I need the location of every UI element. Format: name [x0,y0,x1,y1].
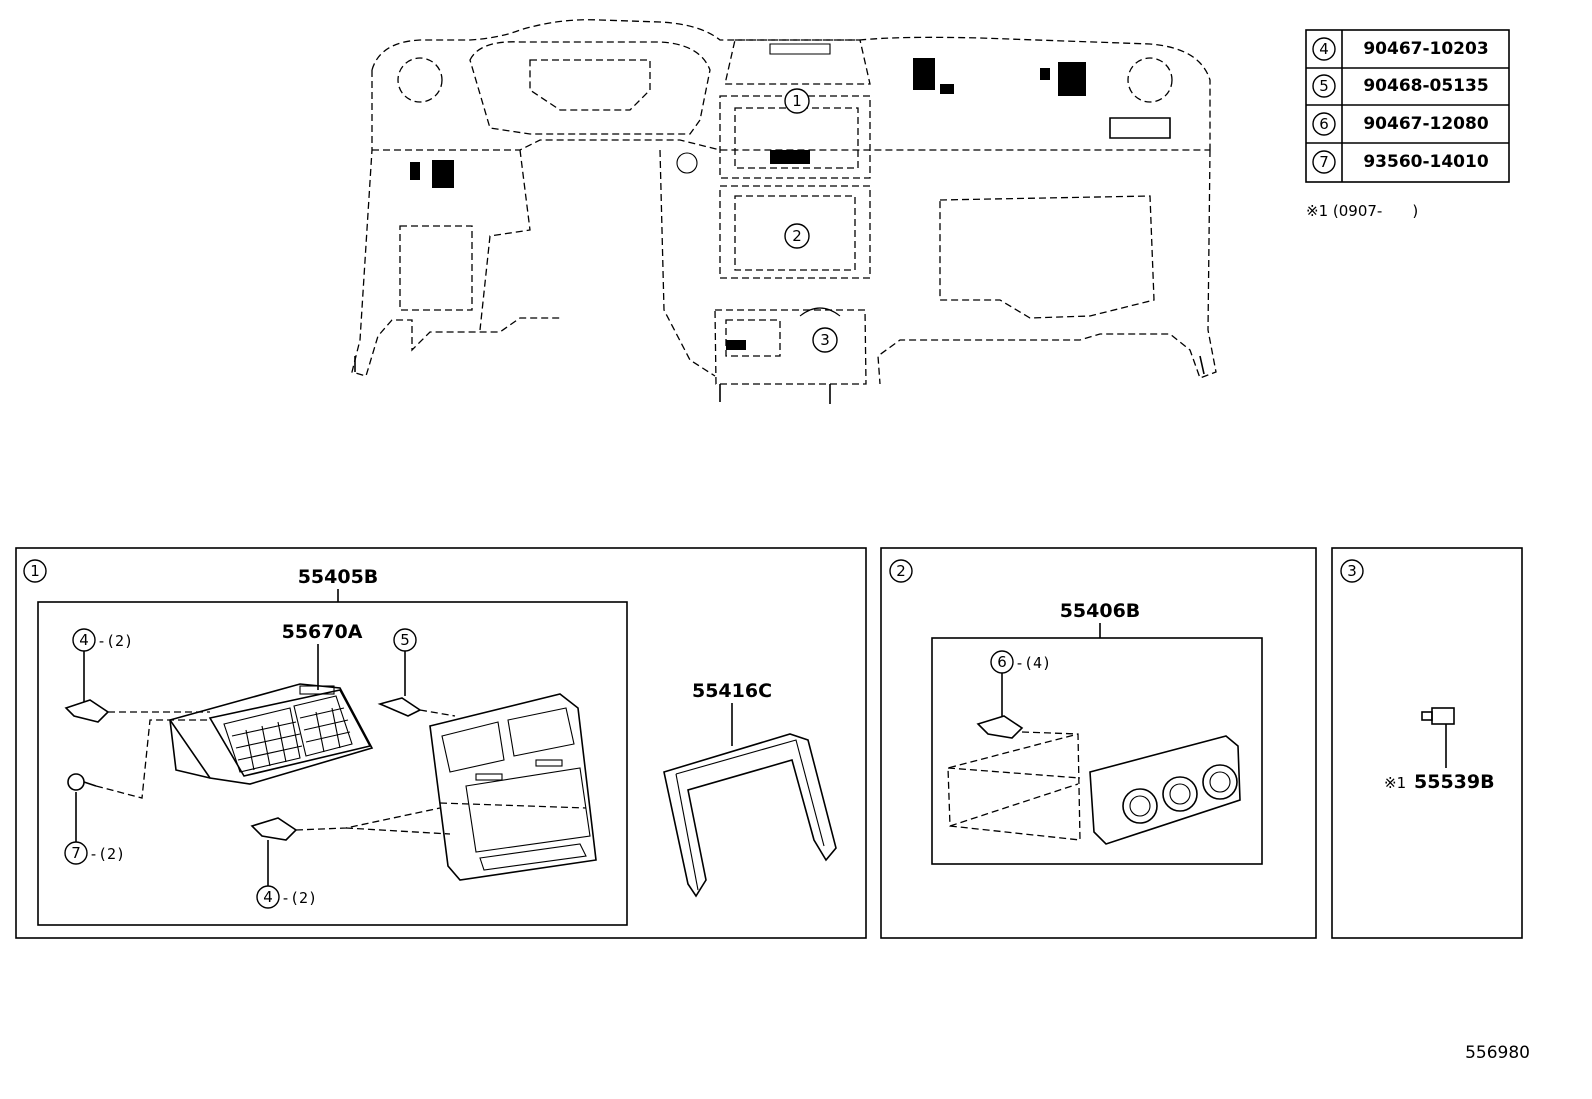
callout-4-bottom[interactable]: 4 -(2) [256,885,317,909]
callout-6-qty: -(4) [1015,654,1051,672]
callout-7[interactable]: 7 -(2) [64,841,125,865]
table-row-ref: 7 [1319,153,1329,171]
part-55416c[interactable]: 55416C [692,680,772,702]
table-row-part: 90467-10203 [1363,39,1488,59]
table-row[interactable]: 7 93560-14010 [1312,150,1489,174]
callout-4-top-qty: -(2) [97,632,133,650]
part-55539b[interactable]: 55539B [1414,771,1495,793]
panel-1-ref: 1 [30,562,40,580]
fastener-table: 4 90467-10203 5 90468-05135 6 90467-1208… [1305,29,1510,183]
table-row-ref: 5 [1319,77,1329,95]
table-row-part: 90468-05135 [1363,76,1488,96]
table-row-ref: 4 [1319,40,1329,58]
callout-4-bottom-qty: -(2) [281,889,317,907]
table-row-ref: 6 [1319,115,1329,133]
panel-2-ref: 2 [896,562,906,580]
vent-assembly [168,683,374,785]
switch-component [1421,707,1455,725]
overview-callout-3-label: 3 [820,331,830,349]
callout-4-top-ref: 4 [79,631,89,649]
panel-1: 1 55405B 55670A 4 -(2) [15,547,867,939]
callout-5[interactable]: 5 [393,628,417,652]
part-55670a[interactable]: 55670A [282,621,363,643]
callout-7-ref: 7 [71,844,81,862]
part-55405b[interactable]: 55405B [298,566,379,588]
table-row[interactable]: 6 90467-12080 [1312,112,1489,136]
center-trim-panel [429,693,597,881]
overview-callout-2[interactable]: 2 [784,223,810,249]
callout-6[interactable]: 6 -(4) [990,650,1051,674]
drawing-number: 556980 [1465,1043,1530,1063]
footnote: ※1 (0907- ) [1306,202,1418,220]
overview-callout-2-label: 2 [792,227,802,245]
part-55406b[interactable]: 55406B [1060,600,1141,622]
part-55539b-prefix: ※1 [1384,774,1406,792]
callout-4-top[interactable]: 4 -(2) [72,628,133,652]
callout-6-ref: 6 [997,653,1007,671]
table-row[interactable]: 5 90468-05135 [1312,74,1489,98]
climate-control-panel [1089,735,1241,845]
callout-4-bottom-ref: 4 [263,888,273,906]
panel-3: 3 ※1 55539B [1331,547,1523,939]
overview-callout-1-label: 1 [792,92,802,110]
overview-callout-1[interactable]: 1 [784,88,810,114]
callout-7-qty: -(2) [89,845,125,863]
table-row-part: 90467-12080 [1363,114,1489,134]
table-row-part: 93560-14010 [1363,152,1489,172]
panel-2: 2 55406B 6 -(4) [880,547,1317,939]
bezel-frame [663,733,837,898]
callout-5-ref: 5 [400,631,410,649]
panel-3-ref: 3 [1347,562,1357,580]
dashboard-overview [351,19,1217,404]
overview-callout-3[interactable]: 3 [812,327,838,353]
table-row[interactable]: 4 90467-10203 [1312,37,1489,61]
